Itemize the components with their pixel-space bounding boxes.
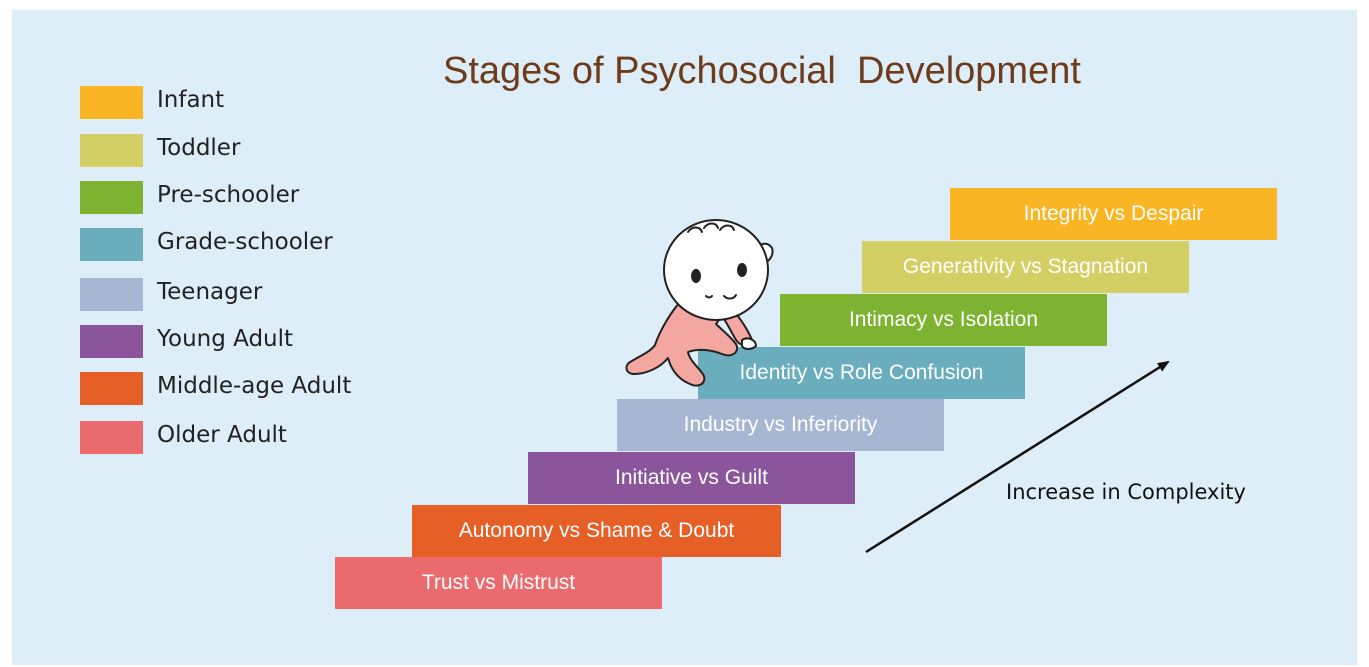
legend-label: Older Adult	[157, 422, 287, 448]
legend-label: Teenager	[157, 279, 263, 305]
complexity-label: Increase in Complexity	[1006, 480, 1246, 504]
stage-step-trust: Trust vs Mistrust	[335, 557, 662, 609]
stage-step-integrity: Integrity vs Despair	[950, 188, 1277, 240]
legend-label: Toddler	[157, 135, 241, 161]
legend-swatch	[80, 325, 143, 358]
legend-swatch	[80, 228, 143, 261]
stage-step-generativity: Generativity vs Stagnation	[862, 241, 1189, 293]
diagram-title: Stages of Psychosocial Development	[443, 50, 1081, 92]
legend-label: Middle-age Adult	[157, 373, 352, 399]
stage-step-identity: Identity vs Role Confusion	[698, 347, 1025, 399]
legend-label: Pre-schooler	[157, 182, 300, 208]
legend-swatch	[80, 134, 143, 167]
legend-label: Infant	[157, 87, 225, 113]
stage-step-industry: Industry vs Inferiority	[617, 399, 944, 451]
legend-label: Grade-schooler	[157, 229, 333, 255]
legend-swatch	[80, 372, 143, 405]
legend-swatch	[80, 181, 143, 214]
legend-swatch	[80, 421, 143, 454]
legend-label: Young Adult	[157, 326, 294, 352]
stage-step-initiative: Initiative vs Guilt	[528, 452, 855, 504]
legend-swatch	[80, 278, 143, 311]
stage-step-autonomy: Autonomy vs Shame & Doubt	[412, 505, 781, 557]
stage-step-intimacy: Intimacy vs Isolation	[780, 294, 1107, 346]
legend-swatch	[80, 86, 143, 119]
